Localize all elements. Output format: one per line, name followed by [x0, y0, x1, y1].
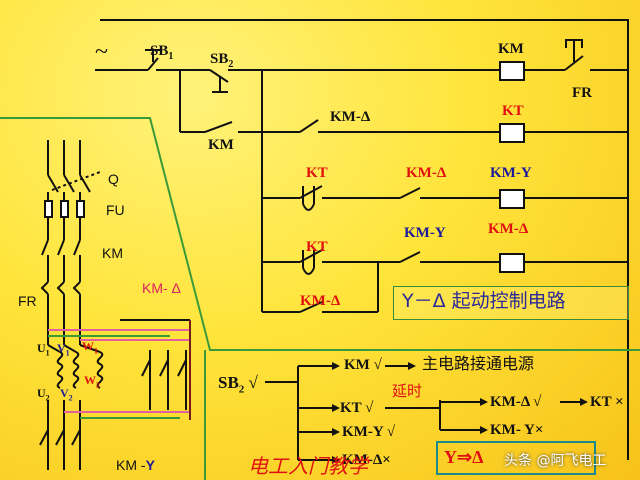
- u2-label: U2: [37, 386, 50, 403]
- km-y-contact-label: KM-Y: [404, 225, 446, 241]
- fu-label: FU: [106, 202, 125, 218]
- km-coil-label: KM: [498, 41, 524, 57]
- seq-main-power: 主电路接通电源: [422, 354, 535, 373]
- km-delta-coil-label: KM-Δ: [488, 221, 529, 237]
- seq-km-on: KM √: [344, 357, 382, 373]
- seq-km-delta-on: KM-Δ √: [490, 394, 542, 410]
- y-delta-box: [436, 441, 596, 475]
- q-label: Q: [108, 171, 119, 187]
- sb2-label: SB2: [210, 51, 234, 70]
- km-y-coil-label: KM-Y: [490, 165, 532, 181]
- fr-label: FR: [572, 85, 592, 101]
- km-delta-holding-label: KM-Δ: [300, 293, 341, 309]
- km-holding-label: KM: [208, 137, 234, 153]
- w1-label: W1: [82, 339, 98, 356]
- km-delta-contact-label: KM-Δ: [406, 165, 447, 181]
- w2-label: W2: [84, 373, 100, 390]
- km-y-main-label: KM -Y: [116, 457, 155, 473]
- fr-main-label: FR: [18, 293, 37, 309]
- ac-supply-symbol: ~: [95, 39, 108, 65]
- seq-km-delta-off: KM-Δ×: [342, 452, 391, 468]
- kt-contact-2-label: KT: [306, 239, 328, 255]
- kt-coil-label: KT: [502, 103, 524, 119]
- km-delta-nc-label: KM-Δ: [330, 109, 371, 125]
- km-delta-main-label: KM- Δ: [142, 280, 181, 296]
- title-box: [393, 286, 629, 320]
- diagram-title: Y－Δ 起动控制电路: [402, 290, 566, 312]
- u1-label: U1: [37, 341, 50, 358]
- seq-km-y-off: KM- Y×: [490, 422, 544, 438]
- v2-label: V2: [60, 386, 73, 403]
- kt-contact-1-label: KT: [306, 165, 328, 181]
- seq-kt-on: KT √: [340, 400, 374, 416]
- seq-kt-off: KT ×: [590, 394, 624, 410]
- km-main-label: KM: [102, 245, 123, 261]
- seq-sb2-label: SB2 √: [218, 373, 258, 396]
- seq-delay: 延时: [392, 382, 423, 400]
- watermark-text: 电工入门教学: [248, 454, 368, 478]
- credit-text: 头条 @阿飞电工: [504, 453, 607, 469]
- sb1-label: SB1: [150, 43, 174, 62]
- v1-label: V1: [57, 341, 70, 358]
- y-to-delta-label: Y⇒Δ: [444, 447, 484, 467]
- seq-km-y-on: KM-Y √: [342, 424, 396, 440]
